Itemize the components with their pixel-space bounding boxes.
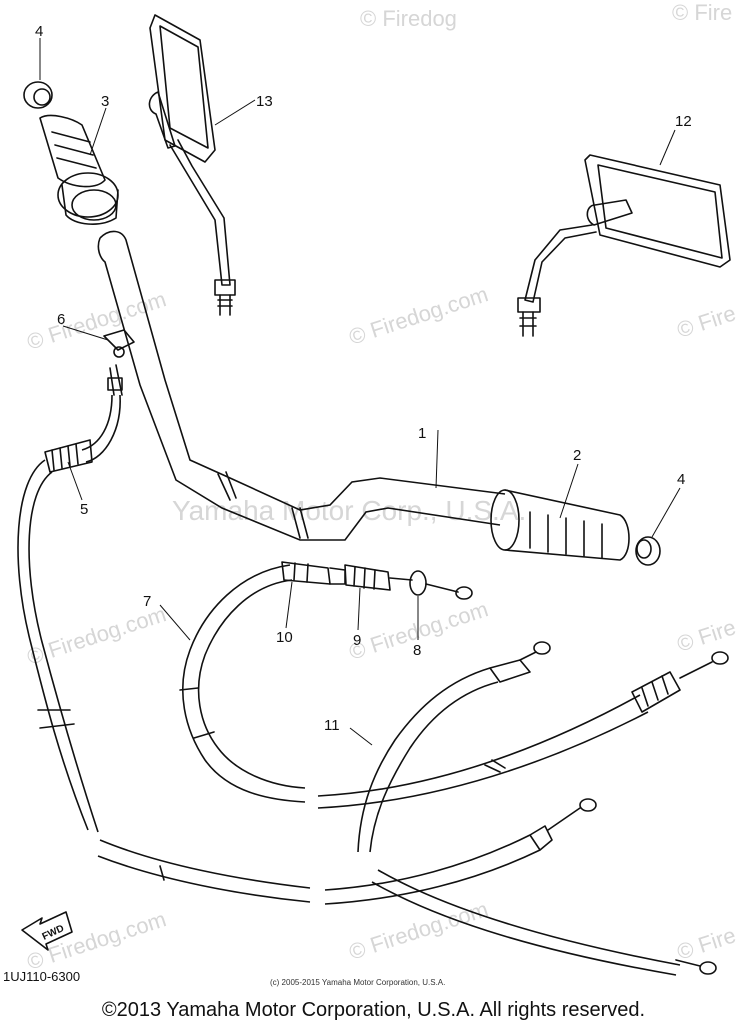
callout-7: 7 — [143, 593, 151, 610]
cable-bottom-long — [97, 798, 597, 905]
grip-end-top — [23, 81, 53, 109]
leader-lines — [39, 38, 681, 746]
watermark-edge-3: © Fire — [674, 922, 739, 964]
copyright-notice: ©2013 Yamaha Motor Corporation, U.S.A. A… — [101, 999, 646, 1021]
cable-long-right — [317, 651, 729, 809]
callout-1: 1 — [418, 425, 426, 442]
adjuster-assembly — [281, 561, 473, 600]
cable-bottom-right — [371, 869, 717, 976]
grip-left — [39, 114, 119, 225]
watermark-bottom-right: © Firedog.com — [346, 896, 491, 964]
callout-4-top: 4 — [35, 23, 43, 40]
watermark-right: © Firedog.com — [346, 281, 491, 349]
handlebar-cable-diagram: © Firedog © Fire © Firedog.com © Firedog… — [17, 0, 739, 976]
callout-13: 13 — [256, 93, 273, 110]
watermark-top: © Firedog — [360, 6, 457, 31]
watermark-layer: © Firedog © Fire © Firedog.com © Firedog… — [24, 0, 739, 975]
grip-right — [490, 489, 630, 561]
watermark-edge-1: © Fire — [674, 300, 739, 342]
callout-8: 8 — [413, 642, 421, 659]
callout-5: 5 — [80, 501, 88, 518]
callout-numbers: 1 2 3 4 4 5 6 7 8 9 10 11 12 13 — [35, 23, 692, 734]
callout-4-right: 4 — [677, 471, 685, 488]
watermark-left: © Firedog.com — [24, 286, 169, 354]
small-copyright: (c) 2005-2015 Yamaha Motor Corporation, … — [270, 978, 446, 987]
diagram-code: 1UJ110-6300 — [3, 969, 81, 984]
callout-6: 6 — [57, 311, 65, 328]
cable-left — [17, 364, 123, 833]
mirror-left — [148, 14, 236, 316]
callout-9: 9 — [353, 632, 361, 649]
callout-2: 2 — [573, 447, 581, 464]
mirror-right — [517, 154, 731, 337]
cable-part-7 — [179, 564, 306, 803]
callout-3: 3 — [101, 93, 109, 110]
cable-part-11 — [357, 641, 551, 853]
watermark-edge-2: © Fire — [674, 614, 739, 656]
watermark-mid-left: © Firedog.com — [24, 601, 169, 669]
grip-end-right — [635, 536, 661, 566]
callout-12: 12 — [675, 113, 692, 130]
handlebar — [97, 230, 506, 541]
watermark-top-right: © Fire — [672, 0, 732, 25]
callout-10: 10 — [276, 629, 293, 646]
callout-11: 11 — [324, 717, 340, 734]
fwd-arrow-icon: FWD — [21, 911, 73, 951]
clip-part-6 — [103, 329, 135, 358]
